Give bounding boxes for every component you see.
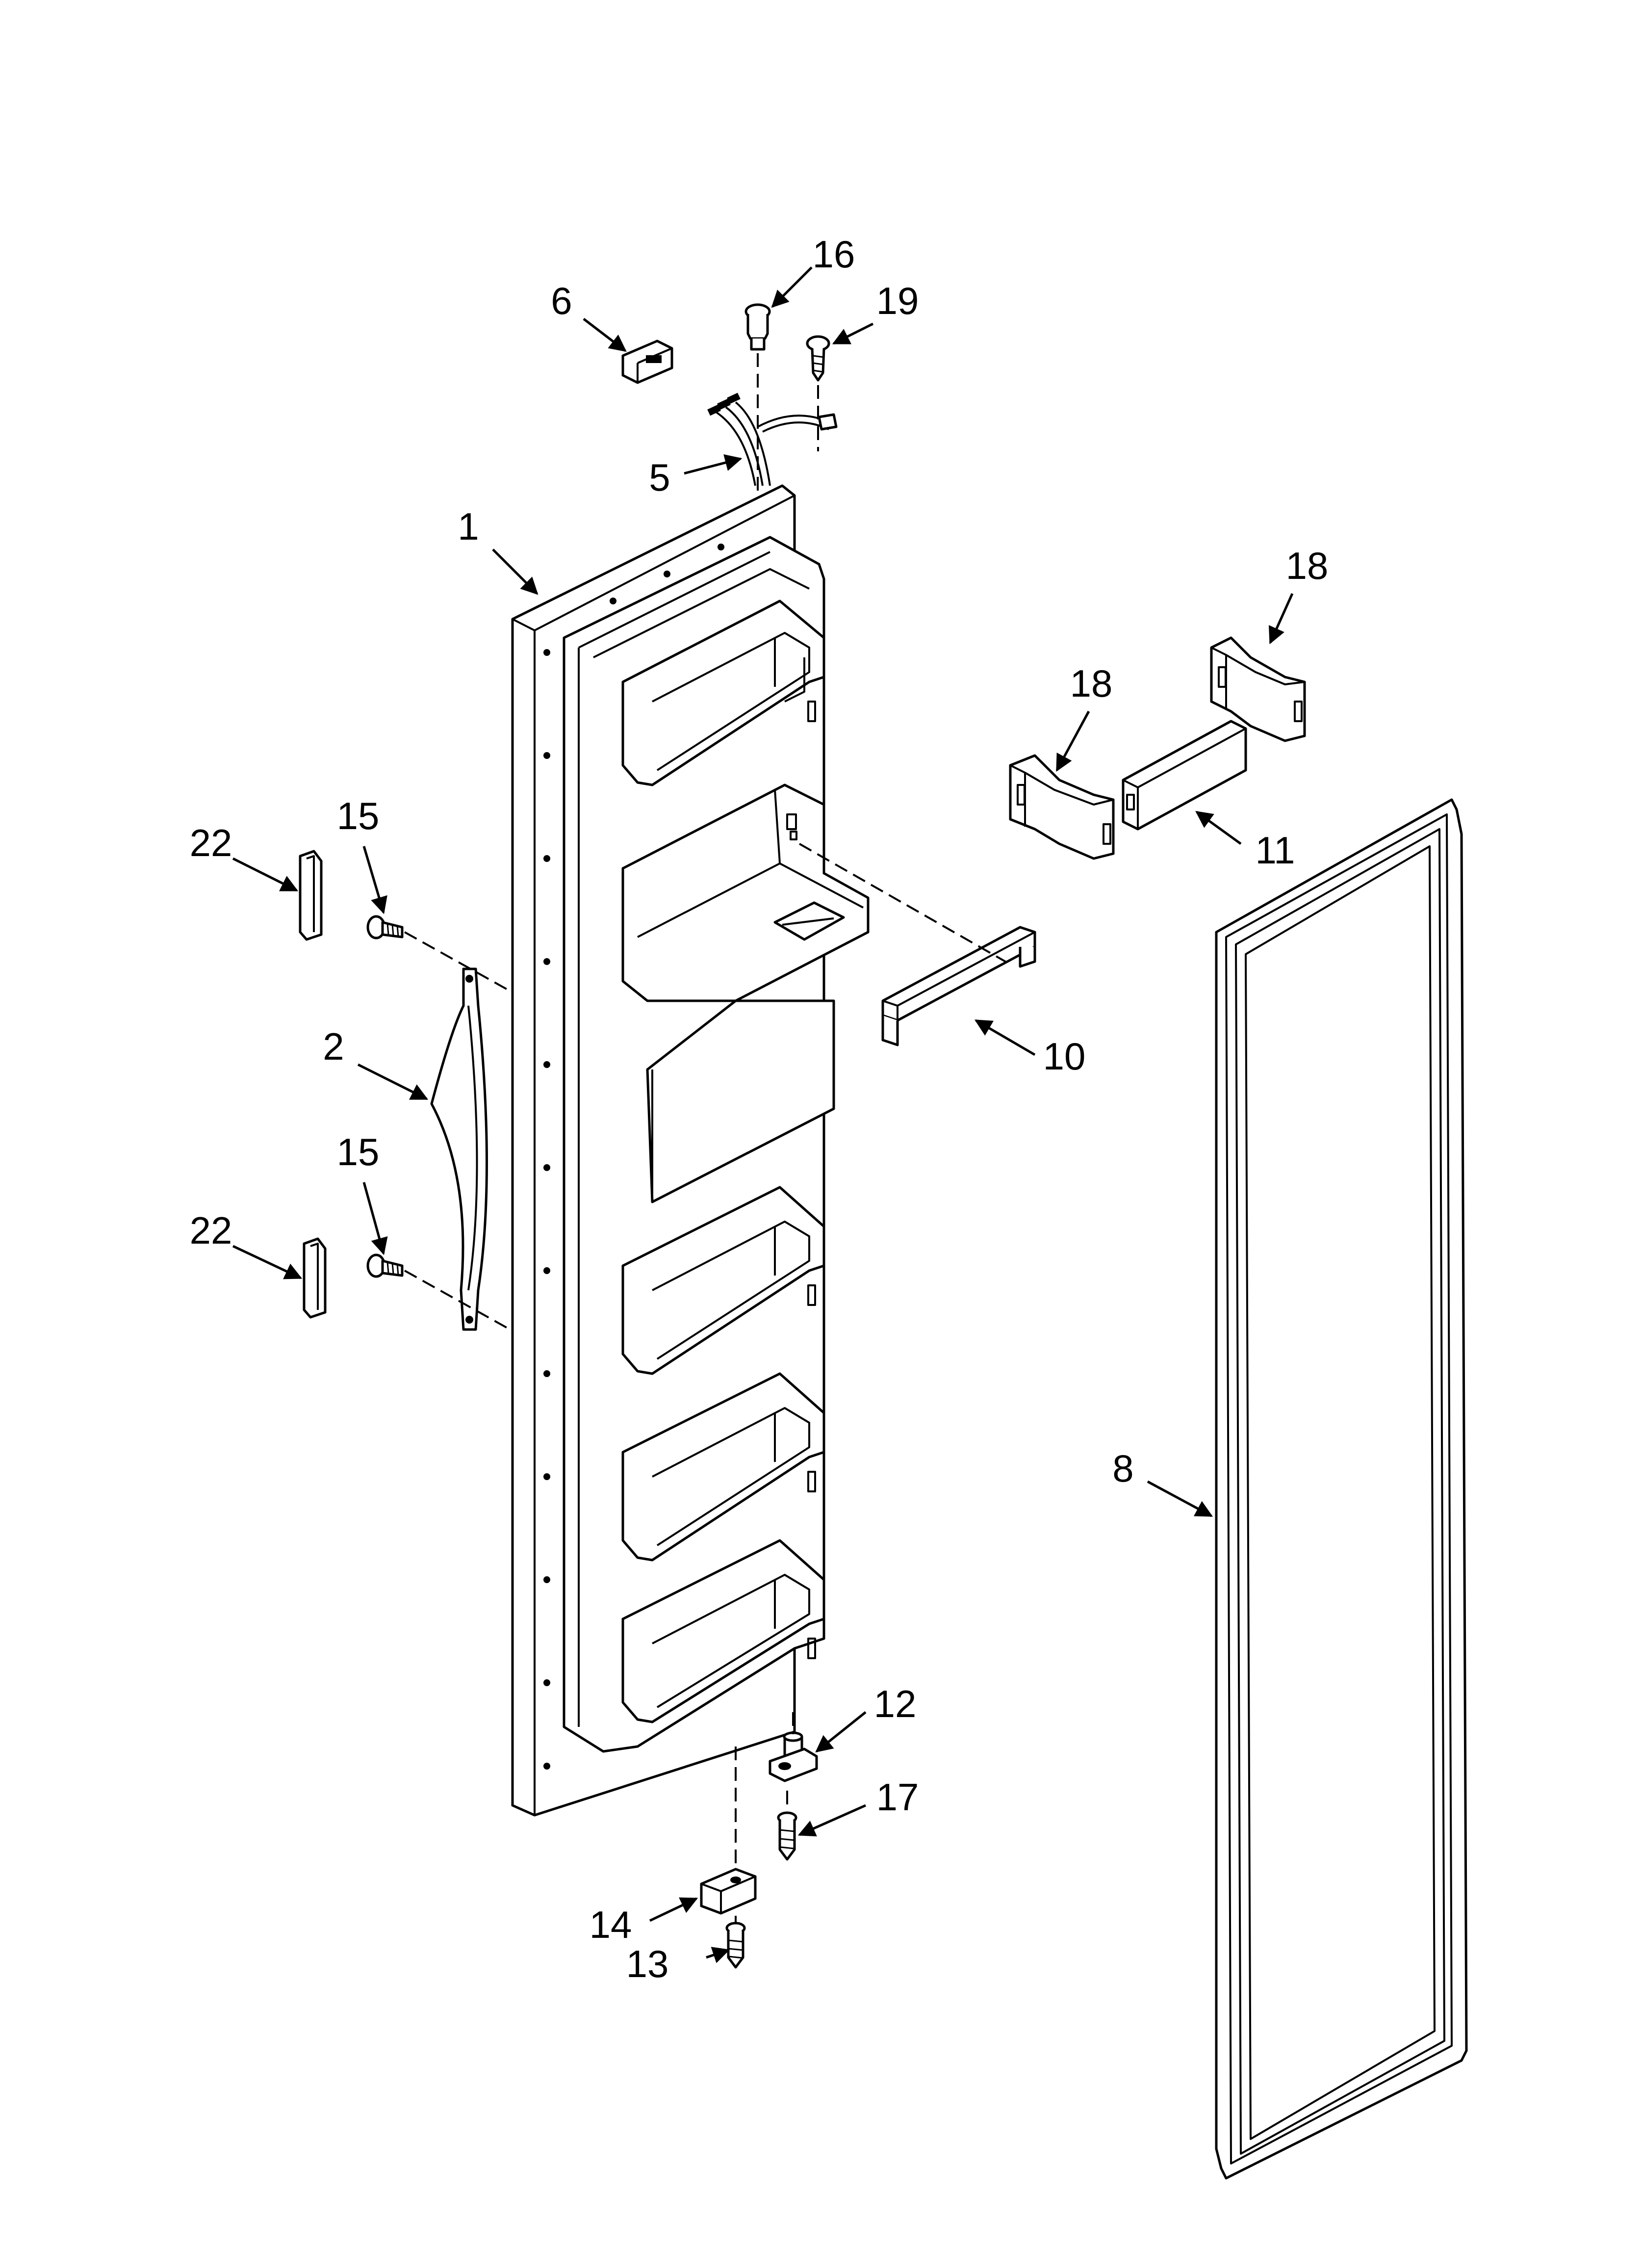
callout-15-top: 15 (337, 794, 380, 837)
callout-19: 19 (876, 279, 919, 322)
wire-harness (707, 392, 838, 486)
door-shelf-3 (621, 1372, 825, 1562)
end-cap-upper (1210, 636, 1306, 742)
freezer-door-panel (511, 484, 870, 1817)
door-mid-section (646, 999, 835, 1203)
callout-5: 5 (649, 456, 670, 499)
callout-18-upper: 18 (1286, 544, 1329, 587)
callout-17: 17 (876, 1775, 919, 1819)
door-shelf-4 (621, 1539, 825, 1723)
callout-10: 10 (1043, 1035, 1086, 1078)
callout-15-bottom: 15 (337, 1130, 380, 1173)
door-handle (430, 967, 488, 1331)
callout-11: 11 (1256, 829, 1295, 872)
callout-14: 14 (590, 1903, 632, 1946)
door-edge-holes (543, 544, 724, 1770)
callout-13: 13 (626, 1942, 669, 1985)
callout-18-lower: 18 (1070, 662, 1113, 705)
door-dispenser-section (621, 783, 870, 1002)
hinge-bushing (769, 1731, 818, 1782)
hinge-bracket (700, 1868, 757, 1915)
light-switch-connector (621, 339, 673, 384)
callout-8: 8 (1112, 1447, 1133, 1490)
switch-plunger (744, 303, 771, 351)
hinge-screw-13 (725, 1922, 746, 1969)
callout-labels: 1 2 5 6 8 10 11 12 13 14 15 15 16 17 18 … (190, 233, 1329, 1985)
handle-trim-bottom (303, 1237, 327, 1319)
door-shelf-2 (621, 1186, 825, 1375)
shelf-bracket (1122, 720, 1247, 831)
handle-trim-top (299, 850, 323, 941)
callout-1: 1 (458, 505, 479, 548)
mounting-screw-19 (806, 335, 830, 382)
end-cap-lower (1009, 754, 1115, 860)
hinge-screw-17 (777, 1811, 797, 1861)
door-shelf-1 (621, 600, 825, 786)
handle-screw-top (366, 915, 404, 939)
callout-16: 16 (813, 233, 855, 276)
channel-retainer (881, 926, 1036, 1046)
door-gasket (1215, 798, 1468, 2180)
handle-screw-bottom (366, 1253, 404, 1278)
callout-22-top: 22 (190, 821, 232, 864)
callout-22-bottom: 22 (190, 1209, 232, 1252)
callout-2: 2 (323, 1025, 344, 1068)
callout-6: 6 (551, 279, 572, 322)
callout-12: 12 (874, 1682, 917, 1725)
callout-leaders (232, 266, 1294, 1963)
